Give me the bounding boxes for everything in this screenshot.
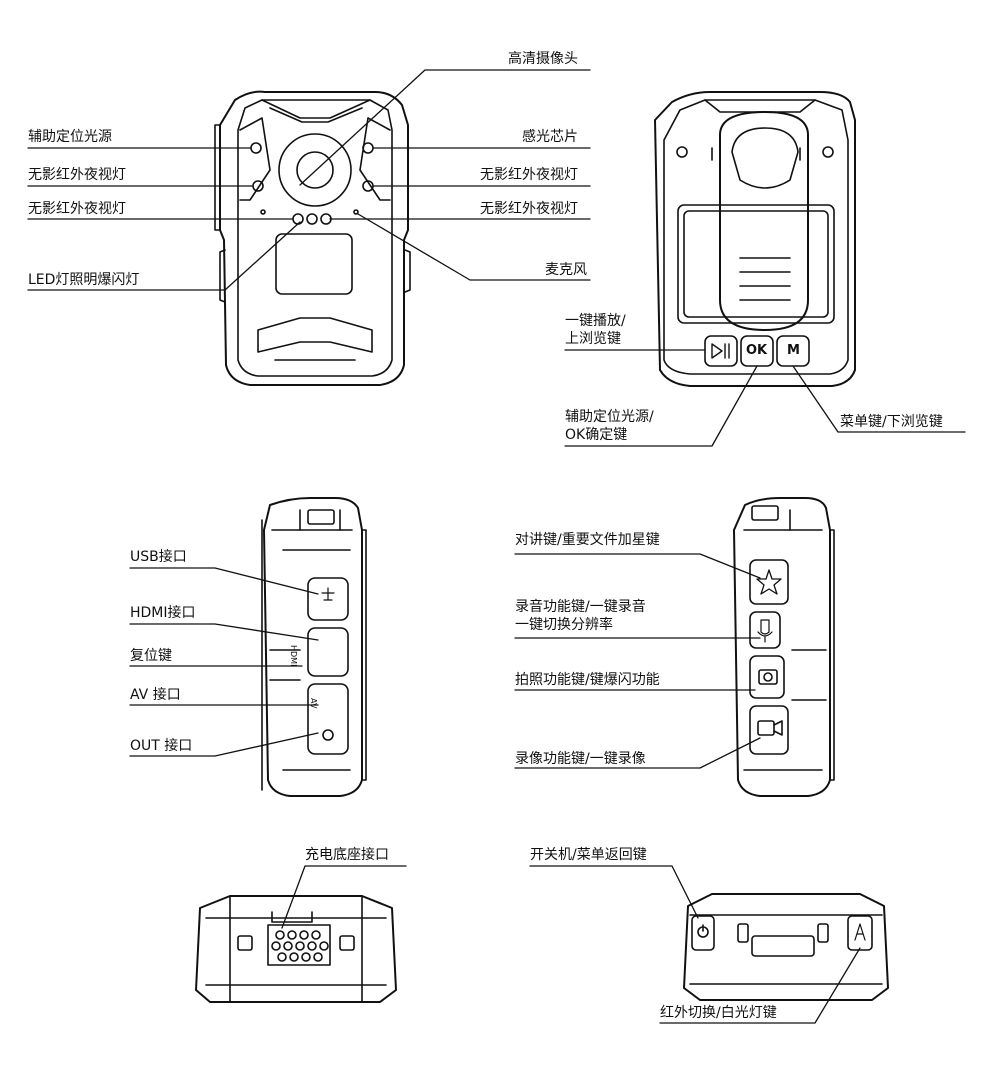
hdmi-port-cover	[307, 627, 349, 677]
label-audio-key-line1: 录音功能键/一键录音	[515, 599, 646, 615]
hd-camera-lens	[296, 151, 334, 189]
label-ir-right-1: 无影红外夜视灯	[480, 167, 578, 183]
label-ok-key-line1: 辅助定位光源/	[565, 409, 654, 425]
power-button	[691, 915, 715, 951]
label-audio-key: 录音功能键/一键录音 一键切换分辨率	[515, 598, 646, 634]
hdmi-port-mark: HDMI	[289, 645, 298, 667]
label-light-sensor: 感光芯片	[522, 129, 578, 145]
label-out: OUT 接口	[130, 738, 193, 754]
av-port-mark: AV	[309, 698, 318, 709]
label-hd-camera: 高清摄像头	[508, 51, 578, 67]
label-usb: USB接口	[130, 549, 187, 565]
label-play-key: 一键播放/ 上浏览键	[565, 312, 626, 348]
hd-camera-ring	[278, 133, 352, 207]
left-side-leaders	[129, 567, 319, 757]
dock-connector	[267, 924, 331, 966]
bottom-leaders	[281, 865, 407, 929]
label-led-flash: LED灯照明爆闪灯	[28, 272, 140, 288]
video-button	[749, 705, 789, 755]
top-leaders	[529, 865, 861, 1024]
ok-button-glyph: OK	[746, 343, 768, 358]
label-ok-key-line2: OK确定键	[565, 427, 628, 443]
label-ok-key: 辅助定位光源/ OK确定键	[565, 408, 654, 444]
label-talk-key: 对讲键/重要文件加星键	[515, 532, 660, 548]
right-side-leaders	[514, 553, 761, 769]
play-button	[704, 335, 738, 367]
label-microphone: 麦克风	[545, 262, 587, 278]
label-power-key: 开关机/菜单返回键	[530, 847, 647, 863]
menu-button-glyph: M	[787, 343, 800, 358]
label-hdmi: HDMI接口	[130, 605, 196, 621]
right-side-view	[733, 497, 835, 797]
top-view	[683, 893, 889, 1001]
star-button	[749, 559, 789, 605]
left-side-view	[261, 497, 367, 797]
av-out-port-cover	[307, 683, 349, 755]
photo-button	[749, 655, 785, 699]
label-play-key-line2: 上浏览键	[565, 331, 621, 347]
label-av: AV 接口	[130, 687, 181, 703]
label-aux-light: 辅助定位光源	[28, 129, 112, 145]
label-video-key: 录像功能键/一键录像	[515, 751, 646, 767]
label-menu-key: 菜单键/下浏览键	[840, 414, 943, 430]
front-leaders	[27, 69, 591, 291]
label-ir-switch-key: 红外切换/白光灯键	[660, 1005, 777, 1021]
label-reset: 复位键	[130, 648, 172, 664]
label-dock-port: 充电底座接口	[305, 847, 389, 863]
ir-switch-button	[847, 915, 873, 951]
label-photo-key: 拍照功能键/键爆闪功能	[515, 672, 660, 688]
usb-port-cover	[307, 577, 349, 621]
label-ir-left-1: 无影红外夜视灯	[28, 167, 126, 183]
back-leaders	[564, 349, 966, 447]
bottom-view	[195, 895, 397, 1003]
audio-button	[749, 611, 781, 649]
label-play-key-line1: 一键播放/	[565, 313, 626, 329]
label-ir-left-2: 无影红外夜视灯	[28, 201, 126, 217]
back-view	[654, 91, 856, 387]
label-audio-key-line2: 一键切换分辨率	[515, 617, 613, 633]
front-screen	[275, 233, 353, 295]
label-ir-right-2: 无影红外夜视灯	[480, 201, 578, 217]
front-view	[214, 90, 411, 386]
